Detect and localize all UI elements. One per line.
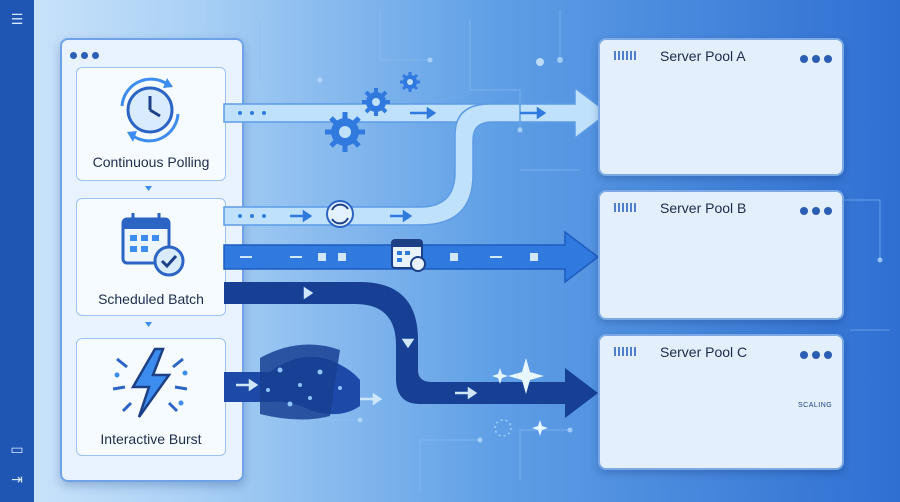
scaling-badge: SCALING bbox=[798, 402, 833, 409]
gear-icon bbox=[400, 72, 420, 92]
source-card-interactive-burst[interactable]: Interactive Burst bbox=[76, 338, 226, 456]
flow-scheduled-batch bbox=[223, 230, 600, 284]
flow-interactive-burst bbox=[224, 282, 598, 437]
calendar-clock-icon bbox=[391, 239, 426, 272]
sparkle-icon bbox=[532, 420, 548, 436]
grip-icon bbox=[614, 203, 636, 212]
pool-title: Server Pool C bbox=[660, 344, 748, 360]
gear-icon bbox=[325, 112, 365, 152]
lightning-burst-icon bbox=[112, 347, 188, 418]
source-label: Interactive Burst bbox=[100, 431, 202, 447]
chat-icon[interactable]: ▭ bbox=[10, 441, 24, 457]
sparkle-icon bbox=[492, 368, 508, 384]
server-pool-b[interactable]: Server Pool B bbox=[598, 190, 844, 320]
clock-sync-icon bbox=[120, 77, 180, 143]
pool-controls bbox=[796, 202, 832, 220]
pool-title: Server Pool B bbox=[660, 200, 747, 216]
left-toolbar: ☰ ▭ ⇥ bbox=[0, 0, 34, 502]
grip-icon bbox=[614, 51, 636, 60]
calendar-check-icon bbox=[121, 213, 185, 277]
down-arrow-icon bbox=[145, 322, 152, 327]
pool-title: Server Pool A bbox=[660, 48, 746, 64]
pool-controls bbox=[796, 50, 832, 68]
server-pool-c[interactable]: Server Pool C SCALING bbox=[598, 334, 844, 470]
server-pool-a[interactable]: Server Pool A bbox=[598, 38, 844, 176]
pool-controls bbox=[796, 346, 832, 364]
gear-icon bbox=[362, 88, 390, 116]
window-controls bbox=[70, 46, 103, 64]
sparkle-icon bbox=[508, 358, 544, 394]
menu-icon[interactable]: ☰ bbox=[10, 11, 24, 27]
flow-continuous-polling bbox=[223, 72, 610, 228]
source-card-continuous-polling[interactable]: Continuous Polling bbox=[76, 67, 226, 181]
logout-icon[interactable]: ⇥ bbox=[11, 471, 23, 487]
grip-icon bbox=[614, 347, 636, 356]
down-arrow-icon bbox=[145, 186, 152, 191]
source-label: Continuous Polling bbox=[92, 154, 210, 170]
source-label: Scheduled Batch bbox=[98, 291, 204, 307]
source-card-scheduled-batch[interactable]: Scheduled Batch bbox=[76, 198, 226, 316]
